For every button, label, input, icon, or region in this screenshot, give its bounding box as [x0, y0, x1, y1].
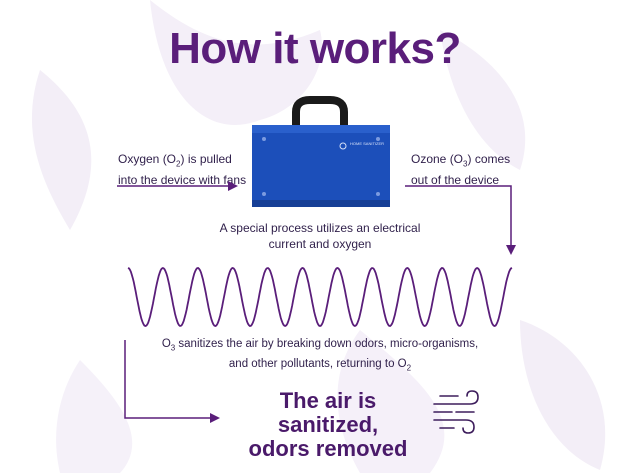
ozone-label-sub: 3 — [463, 159, 468, 169]
oxygen-label-post: ) is pulled — [180, 152, 232, 166]
page-title: How it works? — [169, 24, 461, 73]
oxygen-intake-label: Oxygen (O2) is pulled into the device wi… — [118, 151, 278, 188]
oxygen-label-sub: 2 — [176, 159, 181, 169]
ozone-label-post: ) comes — [467, 152, 511, 166]
result-heading: The air is sanitized, odors removed — [228, 389, 428, 461]
result-line1: The air is sanitized, — [277, 388, 379, 437]
process-label-line1: A special process utilizes an electrical — [219, 221, 421, 235]
device-brand: HOME SANITIZER — [350, 141, 385, 146]
sanitize-label: O3 sanitizes the air by breaking down od… — [155, 336, 485, 377]
process-label: A special process utilizes an electrical… — [215, 220, 425, 252]
sanitize-label-line2: and other pollutants, returning to O — [228, 358, 407, 371]
ozone-label-line2: out of the device — [411, 173, 500, 188]
sanitize-label-pre: O — [161, 338, 171, 350]
sanitize-label-sub: 3 — [170, 343, 176, 353]
oxygen-label-line2: into the device with fans — [118, 173, 247, 188]
ozone-output-label: Ozone (O3) comes out of the device — [411, 151, 531, 188]
process-label-line2: current and oxygen — [268, 237, 372, 251]
sanitize-label-post: sanitizes the air by breaking down odors… — [175, 338, 479, 350]
result-line2: odors removed — [248, 436, 408, 461]
ozone-wave — [127, 267, 513, 327]
result-arrow — [124, 340, 220, 423]
ozone-label-pre: Ozone (O — [411, 152, 464, 166]
sanitize-label-sub2: 2 — [406, 363, 412, 373]
output-arrow — [405, 185, 516, 255]
oxygen-label-pre: Oxygen (O — [118, 152, 177, 166]
